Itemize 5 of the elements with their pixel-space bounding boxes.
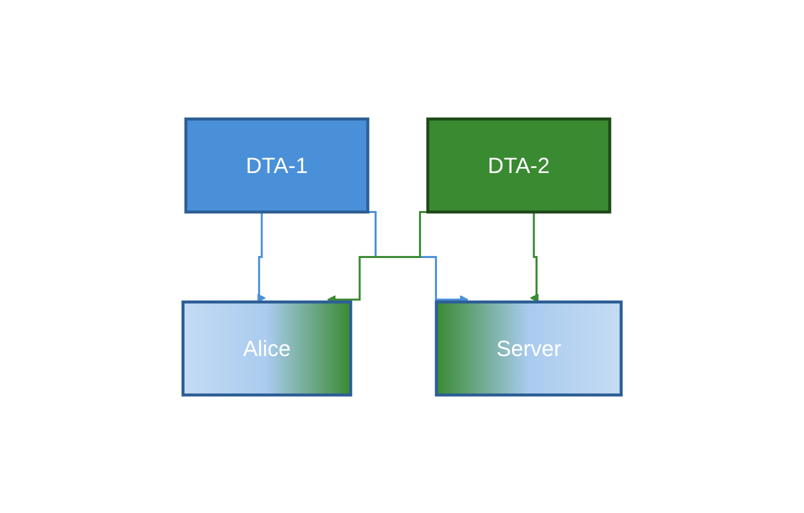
- arrow: [528, 210, 539, 302]
- node-box: DTA-2: [426, 117, 612, 213]
- arrow: [256, 210, 267, 302]
- node-box: Alice: [181, 300, 352, 396]
- node-box: DTA-1: [184, 117, 370, 213]
